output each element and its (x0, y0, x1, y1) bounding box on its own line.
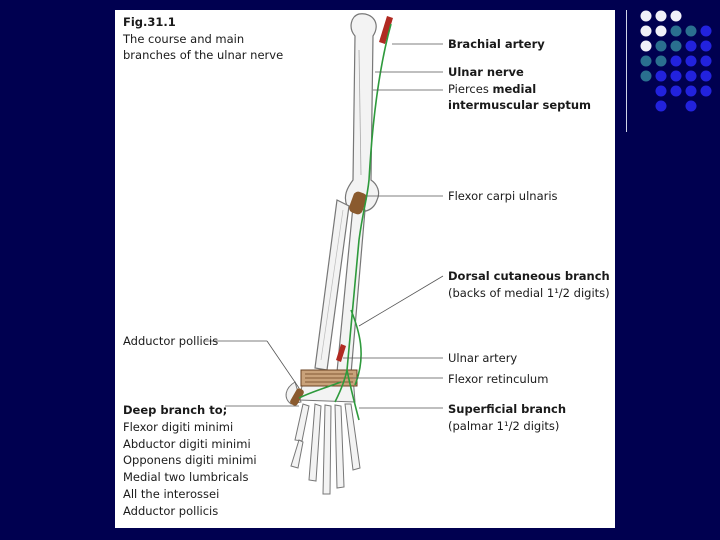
label-dorsal-note: (backs of medial 1¹/2 digits) (448, 286, 610, 300)
figure-number: Fig.31.1 (123, 15, 176, 29)
label-brachial-artery: Brachial artery (448, 37, 545, 51)
slide-divider-line (626, 10, 627, 132)
humerus-bone (344, 13, 380, 213)
label-ulnar-artery: Ulnar artery (448, 351, 518, 365)
label-superficial-branch: Superficial branch (448, 402, 567, 416)
label-ulnar-nerve: Ulnar nerve (448, 65, 524, 79)
caption-line-1: The course and main (123, 31, 245, 46)
arm-illustration (205, 13, 444, 495)
pierces-prefix: Pierces (448, 82, 493, 96)
pierces-medial: medial (492, 82, 537, 96)
label-intermuscular-septum: intermuscular septum (448, 98, 592, 112)
label-flexor-carpi-ulnaris: Flexor carpi ulnaris (448, 189, 558, 203)
list-item: Opponens digiti minimi (123, 453, 257, 468)
label-superficial-note: (palmar 1¹/2 digits) (448, 419, 560, 433)
label-pierces-septum: Pierces medial (448, 81, 536, 98)
leader-lines (205, 43, 444, 409)
list-item: Medial two lumbricals (123, 470, 249, 485)
label-flexor-retinaculum: Flexor retinculum (448, 372, 549, 386)
arteries (336, 16, 393, 362)
list-item: Abductor digiti minimi (123, 436, 251, 451)
caption-line-2: branches of the ulnar nerve (123, 48, 284, 62)
decorative-dot-grid-icon (640, 10, 712, 112)
list-item: Flexor digiti minimi (123, 419, 234, 434)
deep-branch-list: Deep branch to; Flexor digiti minimi Abd… (123, 402, 257, 520)
label-dorsal-cutaneous-branch: Dorsal cutaneous branch (448, 269, 610, 283)
ulnar-nerve-path (298, 23, 392, 421)
label-adductor-pollicis: Adductor pollicis (123, 334, 219, 348)
deep-branch-title: Deep branch to; (123, 403, 228, 417)
figure-caption: Fig.31.1 The course and main branches of… (123, 14, 283, 64)
list-item: All the interossei (123, 486, 220, 501)
figure-panel: Fig.31.1 The course and main branches of… (115, 10, 615, 528)
list-item: Adductor pollicis (123, 503, 219, 518)
